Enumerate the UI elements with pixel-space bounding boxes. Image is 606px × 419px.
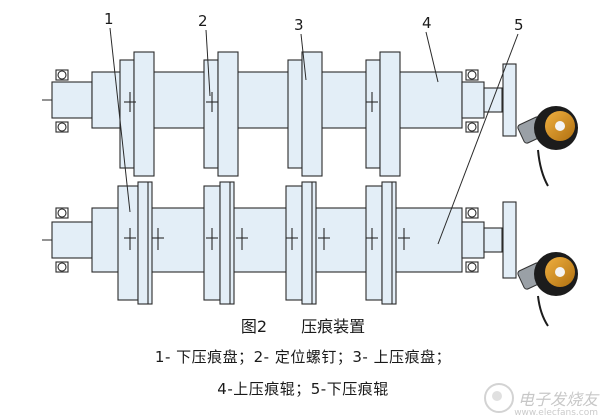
watermark-url: www.elecfans.com xyxy=(514,408,598,418)
callout-2: 2 xyxy=(198,12,208,30)
lower-crease-disc xyxy=(203,181,248,305)
lower-right-shaft-end xyxy=(483,227,503,253)
figure-title: 压痕装置 xyxy=(301,317,366,336)
lower-left-journal xyxy=(51,221,93,259)
leader-lines xyxy=(109,27,519,245)
leader-line-4 xyxy=(425,31,439,83)
bearing-icon xyxy=(465,207,479,273)
encoder-icon xyxy=(517,252,578,327)
lower-end-flange xyxy=(502,201,517,279)
legend-line-2: 4-上压痕辊；5-下压痕辊 xyxy=(217,380,389,398)
bearing-icon xyxy=(55,207,69,273)
upper-end-flange xyxy=(502,63,517,137)
leader-line-5 xyxy=(437,33,519,245)
watermark: 电子发烧友 www.elecfans.com xyxy=(483,383,598,418)
encoder-icon xyxy=(517,106,578,187)
upper-crease-disc xyxy=(203,51,239,177)
bearing-icon xyxy=(465,69,479,133)
lower-right-journal xyxy=(461,221,485,259)
lower-crease-disc xyxy=(117,181,164,305)
callout-3: 3 xyxy=(294,16,304,34)
lower-crease-roller xyxy=(42,181,517,305)
callout-1: 1 xyxy=(104,10,114,28)
watermark-text: 电子发烧友 xyxy=(517,390,598,409)
legend-line-1: 1- 下压痕盘；2- 定位螺钉；3- 上压痕盘； xyxy=(154,348,452,366)
bearing-icon xyxy=(55,69,69,133)
lower-crease-disc xyxy=(365,181,410,305)
callout-4: 4 xyxy=(422,14,432,32)
upper-crease-disc xyxy=(287,51,323,177)
upper-right-journal xyxy=(461,81,485,119)
callout-5: 5 xyxy=(514,16,524,34)
lower-crease-disc xyxy=(285,181,330,305)
leader-line-3 xyxy=(300,33,307,81)
lower-roller-body xyxy=(91,207,463,273)
upper-crease-disc xyxy=(365,51,401,177)
upper-left-journal xyxy=(51,81,93,119)
figure-caption: 图2 压痕装置 xyxy=(0,313,606,337)
figure-number: 图2 xyxy=(240,317,268,336)
watermark-logo-icon xyxy=(483,383,514,413)
upper-crease-disc xyxy=(119,51,155,177)
leader-line-1 xyxy=(109,27,131,213)
leader-line-2 xyxy=(205,29,211,97)
upper-crease-roller xyxy=(42,51,517,177)
